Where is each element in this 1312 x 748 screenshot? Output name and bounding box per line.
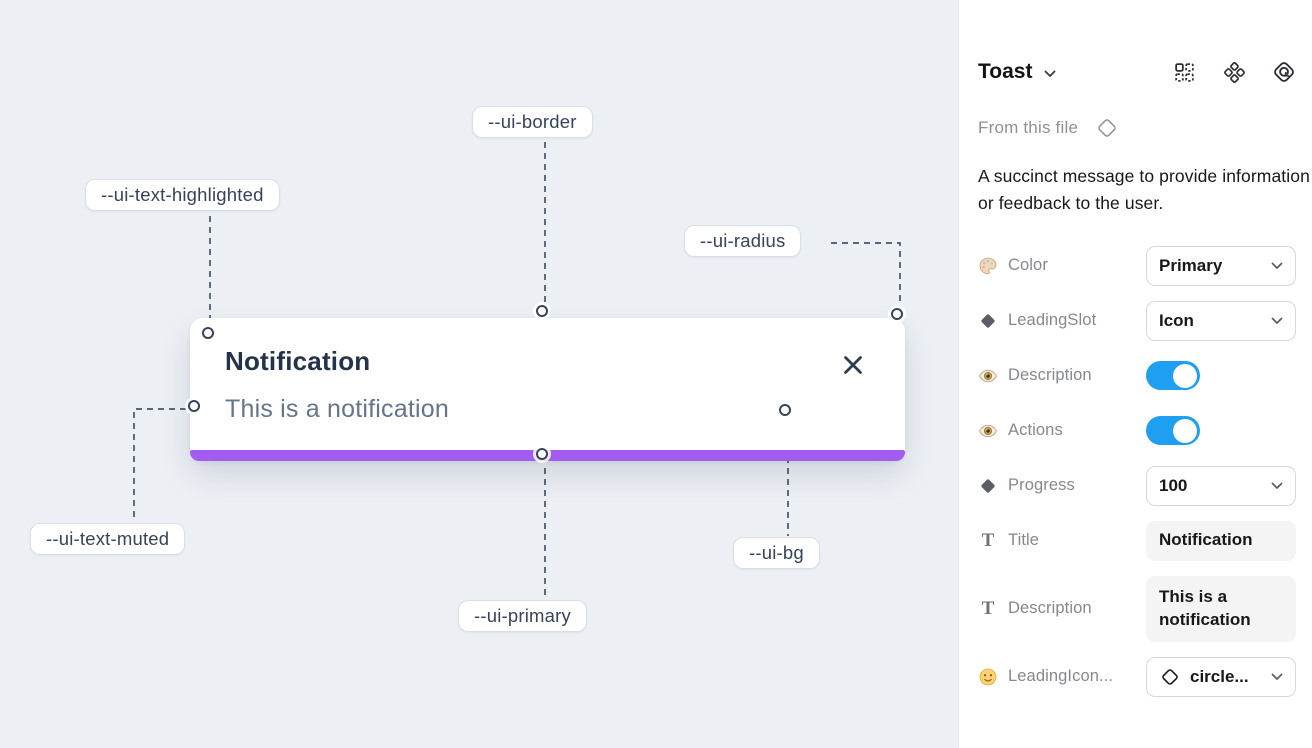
var-label-ui-bg: --ui-bg (733, 537, 820, 569)
color-dropdown-value: Primary (1159, 255, 1223, 275)
actions-toggle[interactable] (1146, 416, 1200, 446)
progress-dropdown[interactable]: 100 (1146, 465, 1296, 506)
connector-dot-ui-border (536, 305, 548, 317)
text-icon: T (981, 530, 995, 551)
properties-panel: Toast (958, 0, 1312, 748)
leader-line-ui-radius (831, 242, 901, 305)
var-label-ui-primary: --ui-primary (458, 600, 587, 632)
close-icon (841, 353, 865, 377)
chevron-down-icon (1265, 317, 1283, 325)
prop-row-leadingicon: LeadingIcon... circle... (978, 656, 1296, 697)
color-dropdown[interactable]: Primary (1146, 245, 1296, 286)
prop-label-title: Title (1008, 531, 1040, 550)
description-toggle[interactable] (1146, 361, 1200, 391)
prop-label-actions: Actions (1008, 421, 1063, 440)
connector-dot-ui-primary (536, 448, 548, 460)
prop-label-leadingslot: LeadingSlot (1008, 311, 1097, 330)
instance-grid-icon[interactable] (1172, 60, 1196, 84)
panel-header: Toast (978, 57, 1296, 87)
prop-row-description-text: T Description This is a notification (978, 575, 1296, 642)
description-text-field-value: This is a notification (1159, 587, 1251, 629)
leadingicon-dropdown[interactable]: circle... (1146, 656, 1296, 697)
prop-label-color: Color (1008, 256, 1048, 275)
leadingslot-dropdown[interactable]: Icon (1146, 300, 1296, 341)
connector-dot-ui-text-highlighted (202, 327, 214, 339)
title-text-field[interactable]: Notification (1146, 520, 1296, 561)
prop-row-progress: Progress 100 (978, 465, 1296, 506)
eye-icon (978, 421, 998, 441)
prop-row-leadingslot: LeadingSlot Icon (978, 300, 1296, 341)
smiley-icon (978, 667, 998, 687)
diamond-icon (978, 476, 998, 496)
prop-row-description-toggle: Description (978, 356, 1296, 396)
chevron-down-icon (1045, 70, 1056, 77)
file-component-diamond-icon[interactable] (1093, 114, 1121, 142)
description-text-field[interactable]: This is a notification (1146, 575, 1296, 642)
var-label-ui-border: --ui-border (472, 106, 593, 138)
prop-row-color: Color Primary (978, 245, 1296, 286)
component-icon[interactable] (1222, 60, 1246, 84)
component-title: Toast (978, 60, 1033, 83)
chevron-down-icon (1265, 262, 1283, 270)
toast-title: Notification (225, 346, 371, 376)
prop-label-leadingicon: LeadingIcon... (1008, 667, 1114, 686)
dev-mode-loop-icon[interactable] (1272, 60, 1296, 84)
source-row: From this file (978, 114, 1296, 142)
prop-row-title: T Title Notification (978, 520, 1296, 561)
toast-component-preview: Notification This is a notification (190, 318, 905, 461)
chevron-down-icon (1265, 673, 1283, 681)
diamond-outline-icon (1159, 666, 1181, 688)
connector-dot-ui-radius (891, 308, 903, 320)
prop-row-actions-toggle: Actions (978, 411, 1296, 451)
diamond-icon (978, 311, 998, 331)
component-description: A succinct message to provide informatio… (978, 166, 1310, 213)
property-list: Color Primary LeadingSlot (978, 245, 1296, 697)
toast-close-button[interactable] (840, 352, 866, 378)
eye-icon (978, 366, 998, 386)
prop-label-description-text: Description (1008, 599, 1092, 618)
leadingicon-dropdown-value: circle... (1190, 666, 1249, 686)
source-label: From this file (978, 118, 1079, 137)
connector-dot-ui-bg (779, 404, 791, 416)
text-icon: T (981, 598, 995, 619)
var-label-ui-text-highlighted: --ui-text-highlighted (85, 179, 280, 211)
palette-icon (978, 256, 998, 276)
prop-label-progress: Progress (1008, 476, 1075, 495)
chevron-down-icon (1265, 482, 1283, 490)
connector-dot-ui-text-muted (188, 400, 200, 412)
leadingslot-dropdown-value: Icon (1159, 310, 1194, 330)
progress-dropdown-value: 100 (1159, 475, 1188, 495)
component-title-chevron-button[interactable] (1043, 69, 1057, 79)
leader-line-ui-text-muted (133, 408, 186, 522)
var-label-ui-radius: --ui-radius (684, 225, 802, 257)
var-label-ui-text-muted: --ui-text-muted (30, 523, 186, 555)
prop-label-description: Description (1008, 366, 1092, 385)
toast-description: This is a notification (225, 395, 449, 423)
design-canvas: Notification This is a notification --ui… (0, 0, 958, 748)
title-text-field-value: Notification (1159, 530, 1253, 550)
header-icon-group (1172, 60, 1296, 84)
